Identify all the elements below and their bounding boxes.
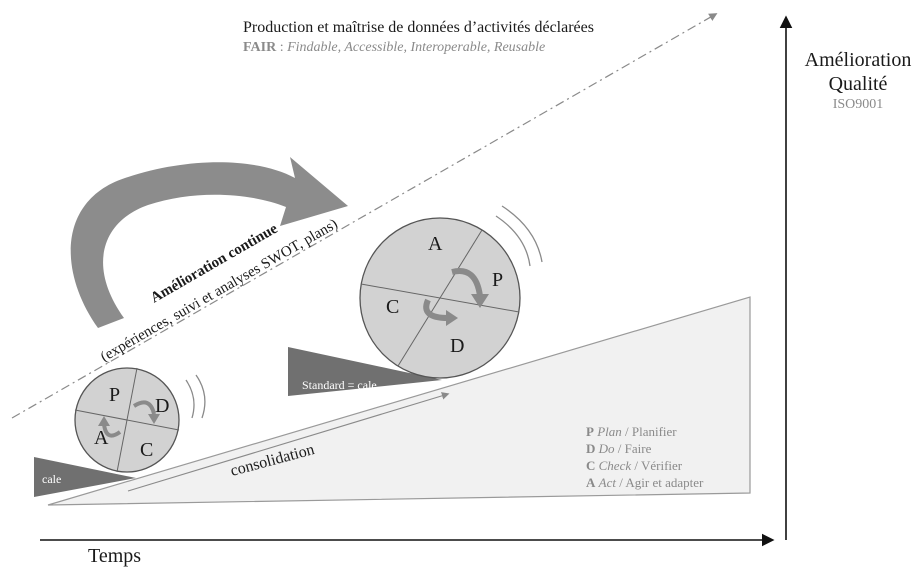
small-wheel-letter-c: C	[140, 439, 153, 461]
legend-item-check: C Check / Vérifier	[586, 458, 683, 473]
small-wedge-label: cale	[42, 472, 61, 486]
small-wheel-letter-p: P	[109, 384, 120, 406]
continuous-improvement-arrow	[70, 157, 349, 328]
legend-item-act: A Act / Agir et adapter	[586, 475, 704, 490]
trend-line	[11, 13, 718, 419]
consolidation-arrow	[127, 392, 450, 492]
small-wedge	[34, 457, 136, 497]
continuous-subtitle: (expériences, suivi et analyses SWOT, pl…	[98, 216, 341, 365]
large-wheel-motion-lines	[495, 205, 543, 267]
small-cycle-arrow-bottom	[102, 423, 122, 438]
x-axis-label: Temps	[88, 545, 141, 567]
large-pdca-wheel	[359, 217, 521, 379]
header-title: Production et maîtrise de données d’acti…	[243, 19, 594, 36]
fair-line: FAIR : Findable, Accessible, Interoperab…	[243, 40, 545, 55]
fair-label: FAIR	[243, 40, 277, 55]
fair-detail: Findable, Accessible, Interoperable, Reu…	[286, 40, 545, 55]
small-cycle-arrow-top	[132, 400, 156, 415]
large-wheel-letter-c: C	[386, 296, 399, 318]
pdca-legend: P Plan / Planifier D Do / Faire C Check …	[586, 424, 704, 490]
large-wheel-letter-p: P	[492, 269, 503, 291]
legend-item-plan: P Plan / Planifier	[586, 424, 677, 439]
large-wedge	[288, 347, 442, 396]
large-cycle-arrow-top	[451, 268, 483, 297]
y-axis-label-line2: Qualité	[829, 73, 888, 95]
y-axis-sublabel: ISO9001	[833, 97, 884, 112]
small-wheel-letter-d: D	[155, 395, 169, 417]
small-pdca-wheel	[74, 367, 180, 473]
slope-ramp	[47, 296, 751, 506]
small-wheel-motion-lines	[185, 374, 206, 419]
large-wheel-letter-d: D	[450, 335, 464, 357]
small-wheel-letter-a: A	[94, 427, 109, 449]
large-wheel-letter-a: A	[428, 233, 443, 255]
large-cycle-arrow-bottom	[423, 298, 449, 321]
large-wedge-label: Standard = cale	[302, 378, 377, 392]
legend-item-do: D Do / Faire	[586, 441, 652, 456]
y-axis-label-line1: Amélioration	[805, 49, 912, 71]
fair-separator: :	[276, 40, 287, 55]
